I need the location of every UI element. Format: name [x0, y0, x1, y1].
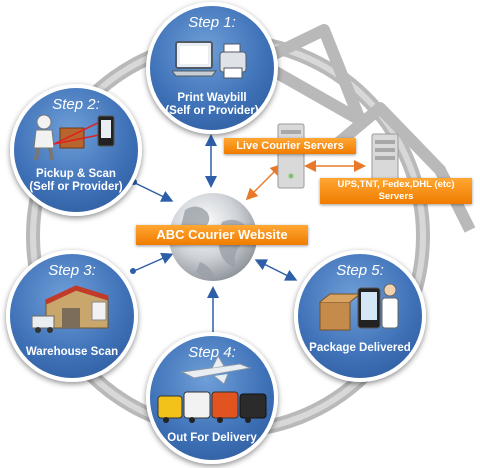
step-4-out-for-delivery: Step 4: Out For Delivery	[146, 332, 278, 464]
step-5-package-delivered: Step 5: Package Delivered	[294, 250, 426, 382]
warehouse-icon	[32, 285, 109, 333]
step-5-title: Step 5:	[336, 262, 384, 279]
step-3-warehouse-scan: Step 3: Warehouse Scan	[6, 250, 138, 382]
package-delivered-icon	[319, 283, 399, 331]
server-triangle	[252, 24, 366, 126]
arrow-website-servers	[245, 163, 283, 201]
arrow-step5-center	[254, 259, 298, 281]
barcode-scanner-icon	[33, 114, 115, 160]
carrier-server-icon	[371, 133, 399, 181]
step-1-label-line2: (Self or Provider)	[165, 105, 259, 117]
carrier-servers-label: UPS,TNT, Fedex,DHL (etc) Servers	[320, 178, 472, 204]
server-icon	[277, 123, 305, 189]
printer-laptop-icon	[172, 41, 247, 79]
arrow-step3-center	[133, 252, 174, 272]
step-4-title: Step 4:	[188, 344, 236, 361]
step-1-title: Step 1:	[188, 14, 236, 31]
arrow-step2-center	[134, 182, 174, 202]
step-1-print-waybill: Step 1: Print Waybill (Self or Provider)	[146, 2, 278, 134]
step-2-label-line2: (Self or Provider)	[29, 181, 123, 193]
step-3-title: Step 3:	[48, 262, 96, 279]
step-2-pickup-scan: Step 2: Pickup & Scan (Self or Provider)	[10, 84, 142, 216]
arrow-step3-dot	[130, 268, 136, 274]
step-2-label-line1: Pickup & Scan	[36, 168, 116, 180]
carrier-servers-label-line1: UPS,TNT, Fedex,DHL (etc)	[337, 179, 455, 190]
step-2-title: Step 2:	[52, 96, 100, 113]
step-5-label-line1: Package Delivered	[309, 342, 411, 354]
server-triangle-right	[326, 102, 476, 233]
live-courier-servers-label: Live Courier Servers	[224, 138, 356, 154]
delivery-trucks-icon	[157, 354, 267, 423]
step-4-label-line1: Out For Delivery	[167, 432, 257, 444]
step-3-label-line1: Warehouse Scan	[25, 346, 119, 358]
step-1-label-line1: Print Waybill	[177, 92, 247, 104]
website-label: ABC Courier Website	[136, 225, 308, 245]
carrier-servers-label-line2: Servers	[378, 191, 414, 202]
